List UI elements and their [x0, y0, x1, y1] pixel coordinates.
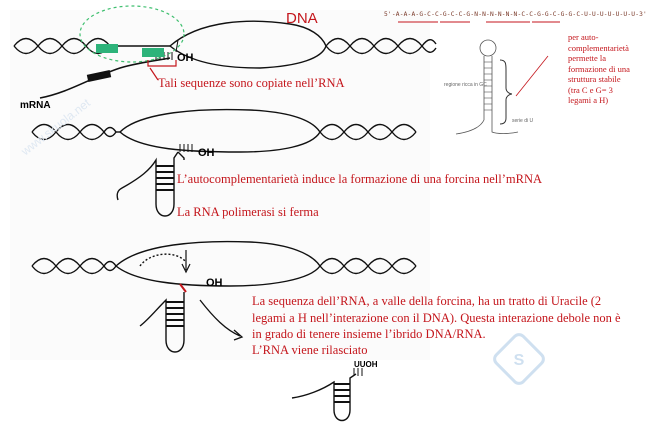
label-self-complementarity: L’autocomplementarietà induce la formazi… — [177, 172, 542, 187]
inset-note-line2: complementarietà — [568, 43, 630, 54]
oh-label-3: OH — [206, 277, 223, 289]
inset-u-series-label: serie di U — [512, 118, 533, 124]
oh-label-2: OH — [198, 147, 215, 159]
mrna-label: mRNA — [20, 100, 51, 111]
inset-sequence: 5'-A-A-A-G-C-C-G-C-C-G-N-N-N-N-N-N-C-C-G… — [384, 11, 647, 18]
inset-note-line7: legami a H) — [568, 95, 630, 106]
label-uracil-line3: in grado di tenere insieme l’ibrido DNA/… — [252, 327, 486, 342]
inset-note-line1: per auto- — [568, 32, 630, 43]
label-sequences-copied: Tali sequenze sono copiate nell’RNA — [158, 76, 345, 91]
promoter-box-2 — [142, 48, 164, 57]
label-rna-released: L’RNA viene rilasciato — [252, 343, 368, 358]
oh-label-1: OH — [177, 52, 194, 64]
inset-note: per auto- complementarietà permette la f… — [568, 32, 630, 106]
released-rna — [292, 368, 362, 421]
inset-note-line3: permette la — [568, 53, 630, 64]
inset-note-line4: formazione di una — [568, 64, 630, 75]
uoh-label: UUOH — [354, 360, 378, 369]
promoter-box-1 — [96, 44, 118, 53]
inset-note-line5: struttura stabile — [568, 74, 630, 85]
label-uracil-line1: La sequenza dell’RNA, a valle della forc… — [252, 294, 601, 309]
inset-note-line6: (tra C e G= 3 — [568, 85, 630, 96]
inset-gc-region-label: regione ricca in GC — [444, 82, 487, 88]
label-polymerase-stops: La RNA polimerasi si ferma — [177, 205, 319, 220]
label-uracil-line2: legami a H nell’interazione con il DNA).… — [252, 311, 621, 326]
dna-label: DNA — [286, 10, 318, 27]
